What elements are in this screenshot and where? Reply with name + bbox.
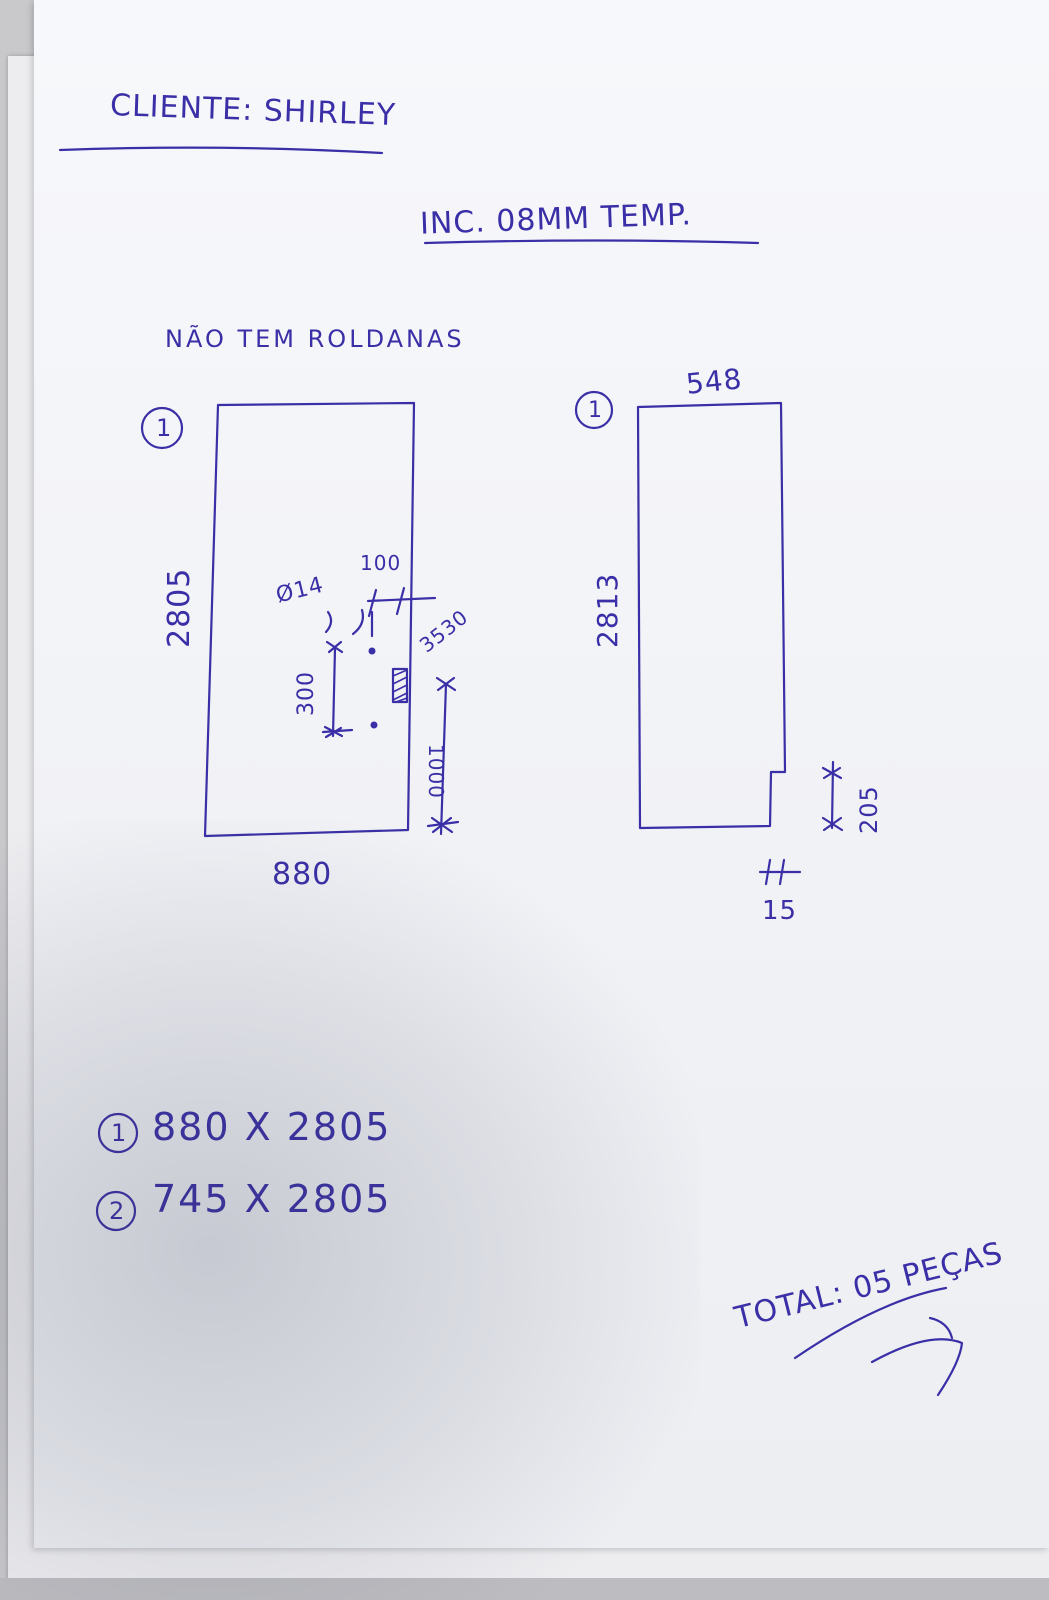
piece-a-width: 880: [272, 857, 333, 892]
desk-surface: [0, 1578, 1049, 1600]
dim-100: 100: [360, 551, 402, 575]
dim-300: 300: [294, 671, 319, 716]
summary-1-text: 880 X 2805: [152, 1105, 392, 1149]
no-rollers-note: NÃO TEM ROLDANAS: [165, 325, 465, 353]
notch-height: 205: [855, 785, 883, 834]
piece-b-top-width: 548: [684, 362, 744, 401]
dim-1000: 1000: [424, 744, 448, 799]
piece-a-marker: 1: [156, 414, 173, 442]
summary-2-text: 745 X 2805: [152, 1177, 392, 1221]
summary-1-marker: 1: [111, 1119, 128, 1147]
summary-2-marker: 2: [109, 1197, 126, 1225]
notch-width: 15: [762, 896, 798, 926]
piece-a-height: 2805: [162, 567, 197, 648]
piece-b-marker: 1: [588, 398, 603, 423]
piece-b-height: 2813: [591, 572, 624, 648]
